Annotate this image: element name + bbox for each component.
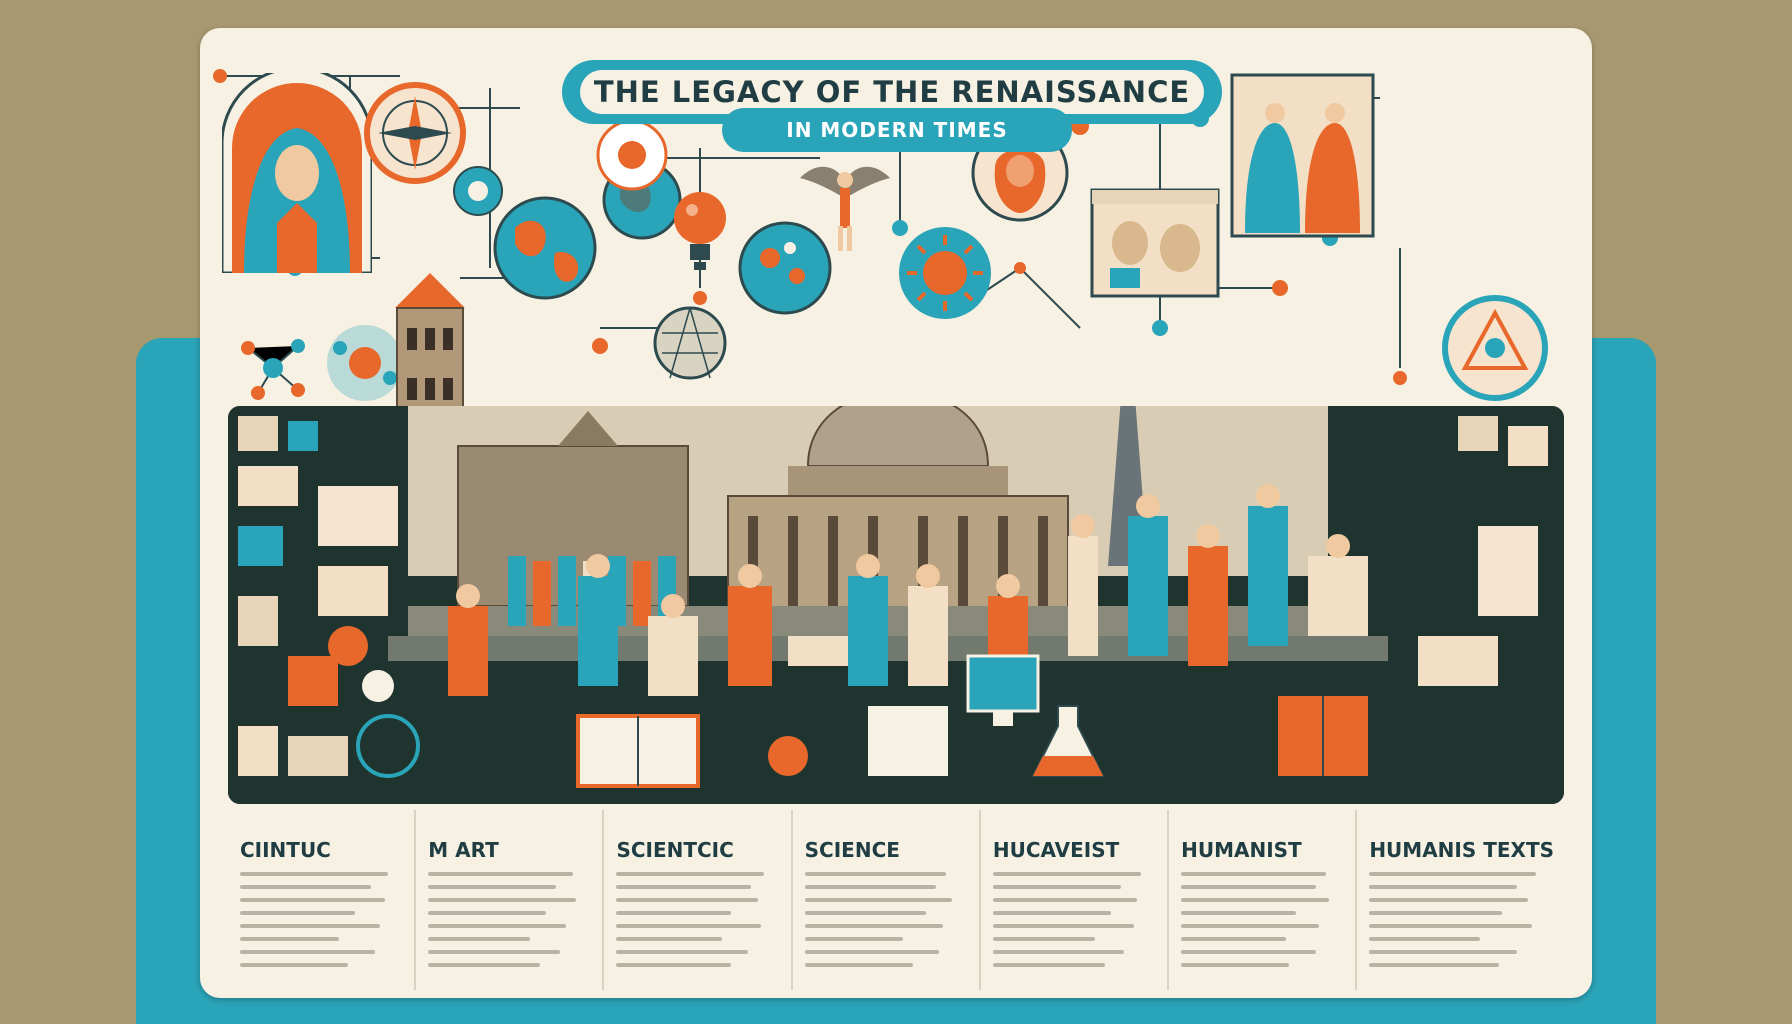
lightbulb-icon [670,188,730,278]
column: SCIENTCIC [602,810,790,990]
flower-medallion-icon [595,118,669,192]
winged-figure-icon [790,148,900,258]
anatomy-panel-icon [1090,188,1220,298]
globe-icon [490,193,600,303]
column: HUMANIST [1167,810,1355,990]
column: SCIENCE [790,810,979,990]
dome-building-icon [727,406,1069,617]
column: M ART [414,810,602,990]
column-heading: HUCAVEIST [992,838,1120,862]
astrolabe-icon [1440,293,1550,403]
renaissance-scene-illustration [228,406,1564,804]
geometric-sphere-icon [650,303,730,383]
page-title: THE LEGACY OF THE RENAISSANCE [593,75,1191,109]
flask-icon [1031,705,1105,777]
globe-icon [735,218,835,318]
molecule-icon [228,328,318,408]
subtitle-banner: IN MODERN TIMES [722,108,1072,152]
computer-icon [966,654,1040,726]
book-icon [576,714,700,788]
column-heading: SCIENTCIC [616,838,734,862]
compass-icon [360,78,470,188]
column: CIINTUC [228,810,414,990]
column: HUCAVEIST [978,810,1167,990]
orb-icon [450,163,506,219]
column-heading: HUMANIST [1181,838,1302,862]
infographic-poster: CIINTUC M ART SCIENTCIC SCIENCE HUCAVEIS… [200,28,1592,998]
painting-icon [1230,73,1375,238]
molecule-icon [320,318,410,408]
madonna-portrait-icon [222,73,372,273]
column-heading: SCIENCE [804,838,900,862]
column-heading: CIINTUC [240,838,331,862]
column: HUMANIS TEXTS [1355,810,1564,990]
page-subtitle: IN MODERN TIMES [786,118,1008,142]
category-columns: CIINTUC M ART SCIENTCIC SCIENCE HUCAVEIS… [228,810,1564,990]
sun-icon [895,223,995,323]
column-heading: M ART [428,838,499,862]
column-heading: HUMANIS TEXTS [1369,838,1554,862]
